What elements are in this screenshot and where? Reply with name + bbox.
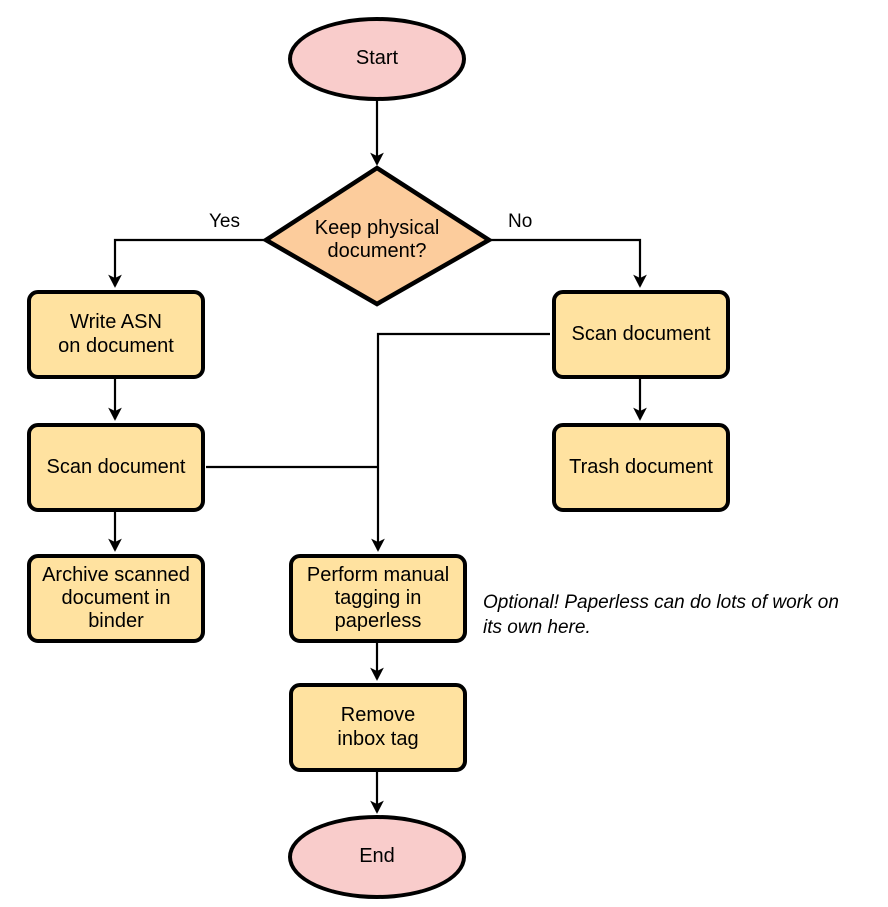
node-start[interactable]: Start [288,17,466,101]
node-trash-document[interactable]: Trash document [552,423,730,512]
edge-label-yes: Yes [209,211,240,232]
optional-note: Optional! Paperless can do lots of work … [483,592,839,638]
node-decision-label-wrap: Keep physical document? [277,206,477,274]
node-decision-label: Keep physical document? [314,216,440,262]
node-archive-scanned-document[interactable]: Archive scanned document in binder [27,554,205,643]
node-remove-inbox-tag-label: Remove inbox tag [337,704,419,750]
node-start-label: Start [355,47,399,70]
node-scan-document-left-label: Scan document [46,455,186,478]
node-end-label: End [359,845,395,868]
node-trash-document-label: Trash document [569,455,713,478]
node-write-asn[interactable]: Write ASN on document [27,290,205,379]
node-scan-document-right-label: Scan document [571,322,711,345]
node-perform-manual-tagging-label: Perform manual tagging in paperless [306,563,450,633]
node-write-asn-label: Write ASN on document [58,311,174,357]
edge-decision-no-to-scan-right [491,238,647,288]
edge-scan-right-to-tagging [371,332,550,552]
decision-diamond-shape[interactable] [261,165,494,307]
edge-label-no: No [508,211,533,232]
node-end[interactable]: End [288,815,466,899]
node-remove-inbox-tag[interactable]: Remove inbox tag [289,683,467,772]
node-perform-manual-tagging[interactable]: Perform manual tagging in paperless [289,554,467,643]
node-scan-document-left[interactable]: Scan document [27,423,205,512]
node-scan-document-right[interactable]: Scan document [552,290,730,379]
edge-decision-yes-to-write-asn [108,238,264,288]
node-archive-scanned-document-label: Archive scanned document in binder [42,563,190,633]
